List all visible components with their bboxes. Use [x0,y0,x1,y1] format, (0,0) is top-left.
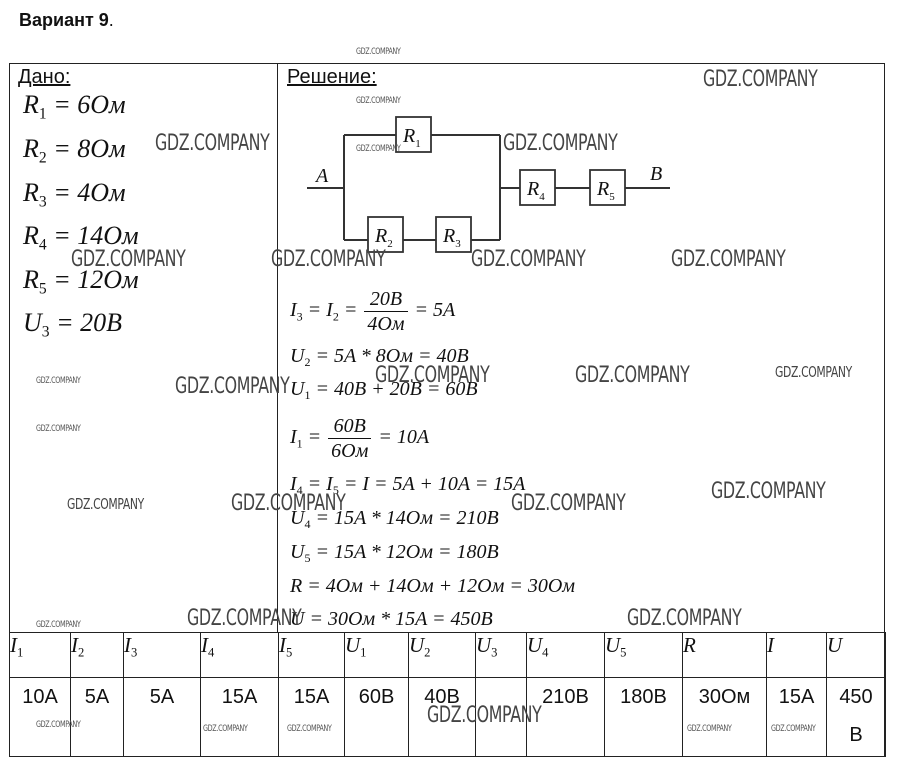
header-r: R [682,632,767,678]
resistor-r3 [435,216,472,253]
watermark: GDZ.COMPANY [703,67,818,92]
value-i1: 10A [9,677,71,757]
value-r: 30Ом [682,677,767,757]
results-table: I1 I2 I3 I4 I5 U1 U2 U3 U4 U5 R I U 10A … [9,632,886,757]
table-values-row: 10A 5A 5A 15A 15A 60B 40B 210B 180B 30Ом… [9,677,886,757]
header-i5: I5 [278,632,345,678]
resistor-r5 [589,169,626,206]
equation-u2: U2 = 5A * 8Ом = 40B [290,345,469,370]
watermark: GDZ.COMPANY [775,363,852,381]
value-u5: 180B [604,677,683,757]
watermark: GDZ.COMPANY [36,720,81,730]
given-r4: R4 = 14Ом [23,221,139,254]
circuit-diagram: A B R1 R2 R3 R4 R5 [307,116,670,253]
watermark: GDZ.COMPANY [36,620,81,630]
equation-u4: U4 = 15A * 14Ом = 210B [290,507,499,532]
equation-u1: U1 = 40B + 20B = 60B [290,378,478,403]
equation-u-total: U = 30Ом * 15A = 450B [290,608,493,630]
watermark: GDZ.COMPANY [356,144,401,154]
watermark: GDZ.COMPANY [356,47,401,57]
equation-r-total: R = 4Ом + 14Ом + 12Ом = 30Ом [290,575,576,597]
value-i2: 5A [70,677,124,757]
watermark: GDZ.COMPANY [575,363,690,388]
equation-i4-i5: I4 = I5 = I = 5A + 10A = 15A [290,473,526,498]
watermark: GDZ.COMPANY [687,724,732,734]
watermark: GDZ.COMPANY [711,479,826,504]
watermark: GDZ.COMPANY [375,363,490,388]
watermark: GDZ.COMPANY [67,495,144,513]
table-header-row: I1 I2 I3 I4 I5 U1 U2 U3 U4 U5 R I U [9,632,886,678]
solution-heading: Решение: [287,66,377,88]
header-u1: U1 [344,632,409,678]
value-i: 15A [766,677,827,757]
watermark: GDZ.COMPANY [203,724,248,734]
watermark: GDZ.COMPANY [271,247,386,272]
watermark: GDZ.COMPANY [427,703,542,728]
value-i5: 15A [278,677,345,757]
given-u3: U3 = 20В [23,308,123,341]
watermark: GDZ.COMPANY [231,491,346,516]
resistor-r2 [367,216,404,253]
watermark: GDZ.COMPANY [356,96,401,106]
header-i1: I1 [9,632,71,678]
r1-label: R1 [402,125,421,150]
r2-label: R2 [374,225,393,250]
watermark: GDZ.COMPANY [71,247,186,272]
value-u4: 210B [526,677,605,757]
watermark: GDZ.COMPANY [155,131,270,156]
header-i4: I4 [200,632,279,678]
resistor-r1 [395,116,432,153]
header-u4: U4 [526,632,605,678]
task-frame [9,63,885,757]
watermark: GDZ.COMPANY [471,247,586,272]
header-i3: I3 [123,632,201,678]
header-u2: U2 [408,632,476,678]
watermark: GDZ.COMPANY [175,374,290,399]
watermark: GDZ.COMPANY [187,606,302,631]
r3-label: R3 [442,225,461,250]
equation-u5: U5 = 15A * 12Ом = 180B [290,541,499,566]
header-i2: I2 [70,632,124,678]
watermark: GDZ.COMPANY [511,491,626,516]
title-dot: . [108,10,114,30]
watermark: GDZ.COMPANY [627,606,742,631]
given-r5: R5 = 12Ом [23,265,139,298]
header-u5: U5 [604,632,683,678]
watermark: GDZ.COMPANY [771,724,816,734]
watermark: GDZ.COMPANY [671,247,786,272]
watermark: GDZ.COMPANY [36,424,81,434]
title-text: Вариант 9 [19,10,109,30]
r5-label: R5 [596,178,615,203]
r4-label: R4 [526,178,545,203]
terminal-a-label: A [314,165,329,187]
header-u: U [826,632,886,678]
value-u: 450 B [826,677,886,757]
watermark: GDZ.COMPANY [287,724,332,734]
page-title: Вариант 9. [19,10,114,31]
header-i: I [766,632,827,678]
value-u3 [475,677,527,757]
given-r3: R3 = 4Ом [23,178,126,211]
given-r1: R1 = 6Ом [23,90,126,123]
value-i3: 5A [123,677,201,757]
given-heading: Дано: [18,66,71,88]
column-divider [277,63,278,633]
resistor-r4 [519,169,556,206]
value-u2: 40B [408,677,476,757]
value-i4: 15A [200,677,279,757]
watermark: GDZ.COMPANY [36,376,81,386]
given-r2: R2 = 8Ом [23,134,126,167]
value-u1: 60B [344,677,409,757]
terminal-b-label: B [650,163,662,185]
header-u3: U3 [475,632,527,678]
watermark: GDZ.COMPANY [503,131,618,156]
